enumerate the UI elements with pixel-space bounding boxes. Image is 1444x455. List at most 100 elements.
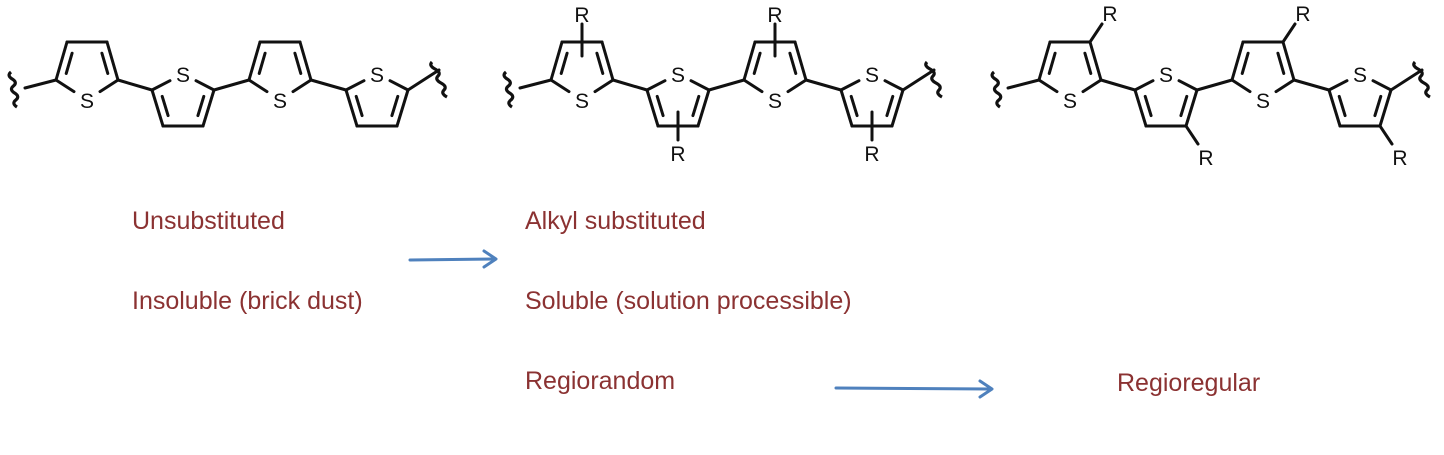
- inter-ring-bond: [707, 78, 746, 92]
- wavy-bond-icon: [429, 60, 448, 99]
- bond: [150, 88, 165, 128]
- bond: [1133, 88, 1148, 128]
- wavy-bond-icon: [924, 60, 943, 99]
- chain-end-bond: [1006, 78, 1041, 90]
- arrow-shaft: [408, 257, 496, 262]
- bond: [54, 40, 69, 82]
- bond: [600, 40, 615, 82]
- bond: [696, 88, 711, 128]
- bond: [839, 79, 861, 92]
- bond: [388, 79, 410, 92]
- sulfur-atom: S: [1256, 90, 1270, 113]
- sulfur-atom: S: [80, 90, 94, 113]
- double-bond: [559, 51, 569, 75]
- double-bond: [1143, 94, 1153, 118]
- bond: [247, 40, 262, 82]
- sulfur-atom: S: [1353, 64, 1367, 87]
- substituent-bond: [1184, 124, 1200, 146]
- wavy-bond-icon: [1412, 60, 1431, 99]
- bond: [98, 78, 120, 94]
- bond: [1371, 79, 1393, 92]
- wavy-bond-icon: [990, 70, 1003, 109]
- bond: [593, 78, 615, 94]
- double-bond: [655, 94, 665, 118]
- sulfur-atom: S: [370, 64, 384, 87]
- substituent-r: R: [767, 4, 782, 27]
- bond: [549, 40, 564, 82]
- bond: [1081, 78, 1103, 94]
- bond: [54, 78, 76, 94]
- substituent-bond: [1088, 22, 1104, 44]
- double-bond: [1337, 94, 1347, 118]
- bond: [1037, 40, 1052, 82]
- chain-end-bond: [901, 68, 936, 92]
- double-bond: [752, 51, 762, 75]
- bond: [793, 40, 808, 82]
- thiophene-ring: S: [247, 40, 313, 113]
- bond: [890, 88, 905, 128]
- substituent-bond: [1281, 22, 1297, 44]
- double-bond: [160, 94, 170, 118]
- substituent-bond: [1378, 124, 1394, 146]
- bond: [1230, 78, 1252, 94]
- sulfur-atom: S: [1159, 64, 1173, 87]
- double-bond: [691, 94, 701, 118]
- double-bond: [849, 94, 859, 118]
- thiophene-ring: SR: [1230, 3, 1311, 113]
- unsubstituted-polythiophene: S S S S: [7, 40, 448, 128]
- bond: [1037, 78, 1059, 94]
- bond: [786, 78, 808, 94]
- bond: [1088, 40, 1103, 82]
- double-bond: [100, 51, 110, 75]
- bond: [1281, 40, 1296, 82]
- inter-ring-bond: [1195, 78, 1234, 92]
- sulfur-atom: S: [176, 64, 190, 87]
- wavy-bond-icon: [7, 70, 20, 109]
- thiophene-ring: SR: [1327, 64, 1408, 170]
- bond: [1133, 79, 1155, 92]
- thiophene-ring: S: [54, 40, 120, 113]
- substituent-r: R: [1198, 147, 1213, 170]
- double-bond: [1083, 51, 1093, 75]
- wavy-bond-icon: [502, 70, 515, 109]
- double-bond: [64, 51, 74, 75]
- arrow-head: [978, 379, 994, 399]
- bond: [689, 79, 711, 92]
- bond: [645, 79, 667, 92]
- bond: [344, 79, 366, 92]
- arrow-shaft: [834, 386, 992, 391]
- double-bond: [354, 94, 364, 118]
- thiophene-ring: SR: [839, 64, 905, 166]
- bond: [298, 40, 313, 82]
- chain-end-bond: [518, 78, 553, 90]
- double-bond: [1276, 51, 1286, 75]
- double-bond: [196, 94, 206, 118]
- inter-ring-bond: [309, 78, 348, 92]
- substituent-r: R: [864, 143, 879, 166]
- substituent-r: R: [1295, 3, 1310, 26]
- inter-ring-bond: [611, 78, 649, 92]
- label-soluble: Soluble (solution processible): [525, 287, 852, 315]
- substituent-r: R: [670, 143, 685, 166]
- bond: [201, 88, 216, 128]
- arrow-icon: [834, 379, 994, 399]
- inter-ring-bond: [1099, 78, 1137, 92]
- sulfur-atom: S: [273, 90, 287, 113]
- double-bond: [1240, 51, 1250, 75]
- chain-end-bond: [23, 78, 58, 90]
- chain-end-bond: [406, 68, 441, 92]
- bond: [1230, 40, 1245, 82]
- bond: [1184, 88, 1199, 128]
- bond: [1177, 79, 1199, 92]
- sulfur-atom: S: [575, 90, 589, 113]
- bond: [1378, 88, 1393, 128]
- bond: [105, 40, 120, 82]
- thiophene-ring: SR: [645, 64, 711, 166]
- bond: [247, 78, 269, 94]
- double-bond: [293, 51, 303, 75]
- substituent-r: R: [1392, 147, 1407, 170]
- label-regioregular: Regioregular: [1117, 369, 1261, 397]
